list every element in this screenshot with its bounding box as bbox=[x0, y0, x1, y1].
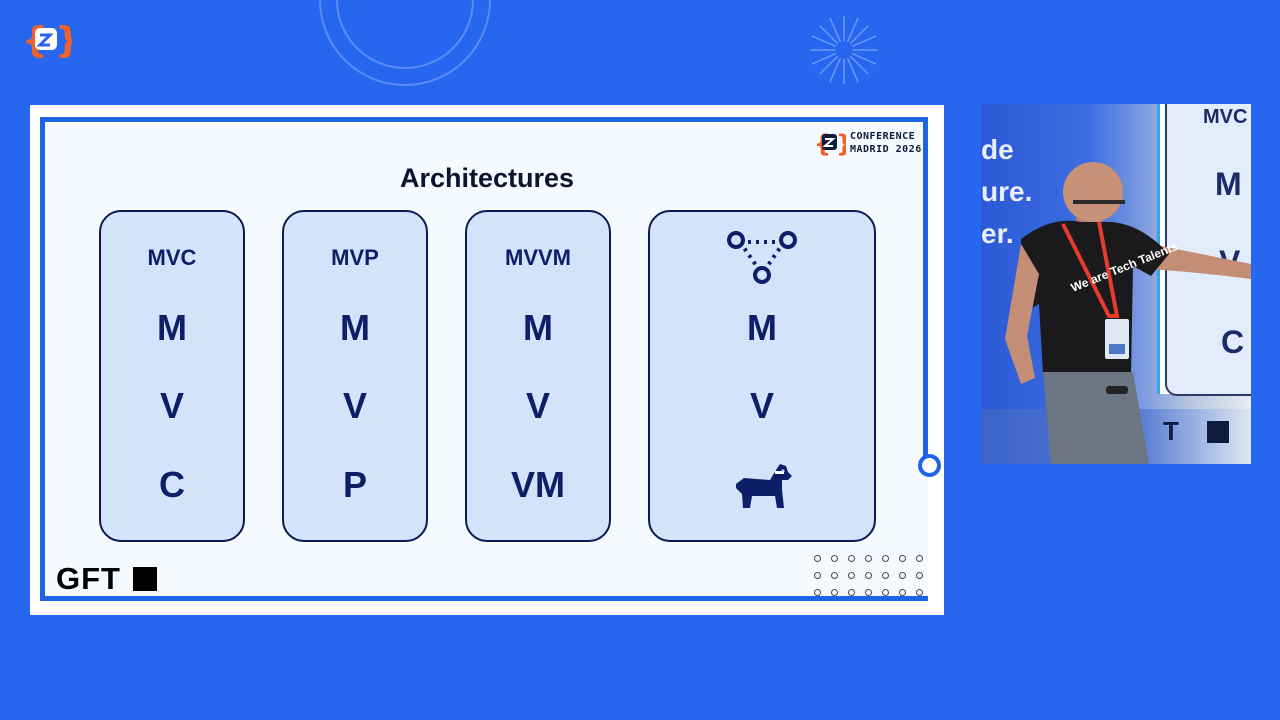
gft-label: GFT bbox=[56, 561, 121, 596]
slide-frame-edge bbox=[923, 117, 928, 457]
card-mvp: MVP M V P bbox=[282, 210, 428, 542]
conference-line-1: CONFERENCE bbox=[850, 131, 916, 142]
card-letter: M bbox=[523, 307, 553, 348]
card-header: MVC bbox=[147, 245, 197, 270]
svg-text:}: } bbox=[836, 130, 846, 157]
card-mvc: MVC M V C bbox=[99, 210, 245, 542]
card-letter: M bbox=[340, 307, 370, 348]
speaker-figure: We are Tech Talents bbox=[1005, 162, 1251, 464]
decorative-burst bbox=[810, 16, 878, 84]
conference-badge: { } CONFERENCE MADRID 2026 bbox=[814, 129, 922, 157]
video-background-text: er. bbox=[981, 218, 1014, 249]
video-gft-fragment: T bbox=[1163, 416, 1179, 446]
decorative-circles bbox=[319, 0, 491, 86]
card-custom-architecture: M V bbox=[648, 210, 876, 542]
video-screen-letter: M bbox=[1215, 166, 1242, 202]
card-letter: C bbox=[159, 464, 185, 505]
conference-logo-icon: { } bbox=[22, 20, 72, 60]
card-mvvm: MVVM M V VM bbox=[465, 210, 611, 542]
dot-grid bbox=[814, 555, 933, 596]
card-letter: V bbox=[525, 385, 550, 426]
card-letter: M bbox=[157, 307, 187, 348]
slide-title: Architectures bbox=[399, 163, 575, 193]
frame-end-dot bbox=[918, 454, 941, 477]
video-background-text: de bbox=[981, 134, 1014, 165]
conference-line-2: MADRID 2026 bbox=[850, 144, 922, 155]
card-letter: V bbox=[342, 385, 367, 426]
video-gft-square bbox=[1207, 421, 1229, 443]
svg-text:}: } bbox=[55, 20, 72, 60]
gft-logo: GFT bbox=[56, 561, 157, 597]
dog-icon bbox=[736, 464, 792, 508]
conference-badge-icon: { } bbox=[814, 130, 846, 157]
card-header: MVVM bbox=[505, 245, 571, 270]
card-letter: V bbox=[749, 385, 774, 426]
gft-square bbox=[133, 567, 157, 591]
card-header: MVP bbox=[331, 245, 379, 270]
presentation-slide: { } CONFERENCE MADRID 2026 Architectures… bbox=[30, 105, 944, 615]
speaker-video: de ure. er. MVC M V C T We are Tech Tale… bbox=[981, 104, 1251, 464]
triangle-nodes-icon bbox=[727, 231, 797, 284]
card-letter: P bbox=[342, 464, 367, 505]
card-letter: M bbox=[747, 307, 777, 348]
video-background-text: ure. bbox=[981, 176, 1033, 207]
card-letter: VM bbox=[511, 464, 565, 505]
video-screen-letter: C bbox=[1221, 324, 1245, 360]
video-screen-header: MVC bbox=[1203, 106, 1248, 128]
card-letter: V bbox=[159, 385, 184, 426]
